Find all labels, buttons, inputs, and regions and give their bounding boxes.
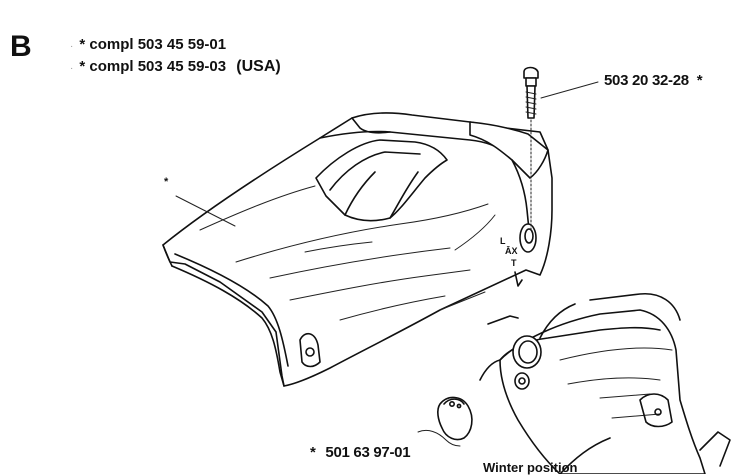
tick-mark: · — [70, 41, 74, 52]
assembly-ref-marker: * — [79, 58, 86, 75]
section-letter: B — [10, 30, 32, 63]
tick-mark: · — [70, 63, 74, 74]
winter-position-caption: Winter position — [483, 460, 578, 475]
chain-cover-main — [162, 112, 553, 387]
assembly-ref-text: compl 503 45 59-01 — [89, 36, 227, 53]
callout-cover-marker: * — [164, 176, 168, 188]
leader-plate — [417, 429, 461, 447]
cover-stamp-line3: T — [511, 258, 517, 268]
leader-cover — [175, 195, 236, 227]
callout-plate: * 501 63 97-01 — [310, 444, 411, 461]
assembly-ref-2: · * compl 503 45 59-03 (USA) — [70, 58, 281, 78]
callout-marker: * — [696, 72, 703, 89]
leader-screw — [540, 81, 599, 99]
cover-stamp-line2: ĀX — [505, 246, 518, 256]
assembly-ref-text: compl 503 45 59-03 — [89, 58, 227, 75]
part-number: 501 63 97-01 — [325, 444, 411, 461]
winter-position-cover — [479, 293, 731, 474]
cover-stamp-line1: L — [500, 236, 506, 246]
part-number: 503 20 32-28 — [604, 72, 689, 89]
screw-503-20-32-28 — [523, 66, 539, 233]
assembly-ref-suffix: (USA) — [236, 58, 281, 75]
assembly-ref-marker: * — [79, 36, 86, 53]
callout-marker: * — [310, 444, 316, 461]
assembly-ref-1: · * compl 503 45 59-01 — [70, 36, 226, 56]
plate-501-63-97-01 — [437, 396, 473, 441]
callout-screw: 503 20 32-28 * — [604, 72, 703, 89]
